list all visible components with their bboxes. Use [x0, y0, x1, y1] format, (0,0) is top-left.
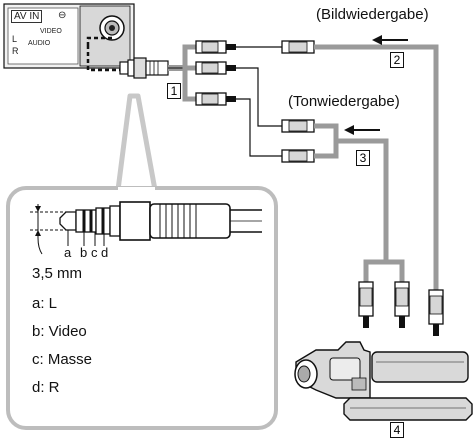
rca-plug-bottom-3: [428, 289, 444, 336]
ring-letter-b: b: [80, 245, 88, 260]
diameter-dimension: [30, 204, 76, 255]
cable-audio-r: [236, 98, 282, 157]
jack-port-icon: ⊖: [58, 10, 67, 21]
mini-jack-plug: [119, 57, 169, 79]
panel-video-label: VIDEO: [40, 28, 62, 35]
rca-plug-bottom-1: [358, 281, 374, 328]
camcorder-icon: [294, 341, 371, 399]
legend-a: a: L: [32, 295, 58, 312]
av-input-panel: [3, 3, 135, 69]
panel-audio-label: AUDIO: [28, 40, 51, 47]
inset-pointer: [115, 93, 158, 191]
rca-plug-audio-l: [281, 119, 315, 133]
marker-3: 3: [356, 150, 370, 166]
diameter-label: 3,5 mm: [32, 265, 83, 282]
enlarged-plug: [59, 201, 262, 241]
rca-plug-audio-r: [281, 149, 315, 163]
cable-audio-l: [236, 67, 282, 127]
rca-plug-bottom-2: [394, 281, 410, 328]
panel-r-label: R: [12, 46, 19, 56]
cable-audio-split: [363, 259, 405, 282]
cable-branch-top: [182, 44, 196, 68]
marker-2: 2: [390, 52, 404, 68]
arrow-audio-icon: [344, 125, 380, 135]
arrow-video-icon: [372, 35, 408, 45]
ring-letter-d: d: [101, 245, 109, 260]
rca-plug-yellow-1: [195, 40, 236, 54]
ring-letter-a: a: [64, 245, 72, 260]
legend-d: d: R: [32, 379, 60, 396]
player-device-2: [343, 397, 473, 421]
rca-plug-video-ext: [281, 40, 315, 54]
cable-branch-bottom: [182, 68, 196, 102]
panel-l-label: L: [12, 34, 18, 44]
panel-avin-label: AV IN: [11, 10, 43, 23]
cable-video-run: [314, 44, 439, 290]
label-tonwiedergabe: (Tonwiedergabe): [288, 93, 400, 110]
rca-plug-white-1: [195, 61, 236, 75]
marker-1: 1: [167, 83, 181, 99]
marker-4: 4: [390, 422, 404, 438]
legend-b: b: Video: [32, 323, 87, 340]
player-device-1: [371, 351, 469, 383]
legend-c: c: Masse: [32, 351, 93, 368]
cable-audio-run: [314, 123, 389, 262]
audio-link-dashed: [86, 36, 112, 45]
ring-leaders: [67, 230, 105, 246]
ring-letter-c: c: [91, 245, 98, 260]
label-bildwiedergabe: (Bildwiedergabe): [316, 6, 429, 23]
rca-plug-red-1: [195, 92, 236, 106]
